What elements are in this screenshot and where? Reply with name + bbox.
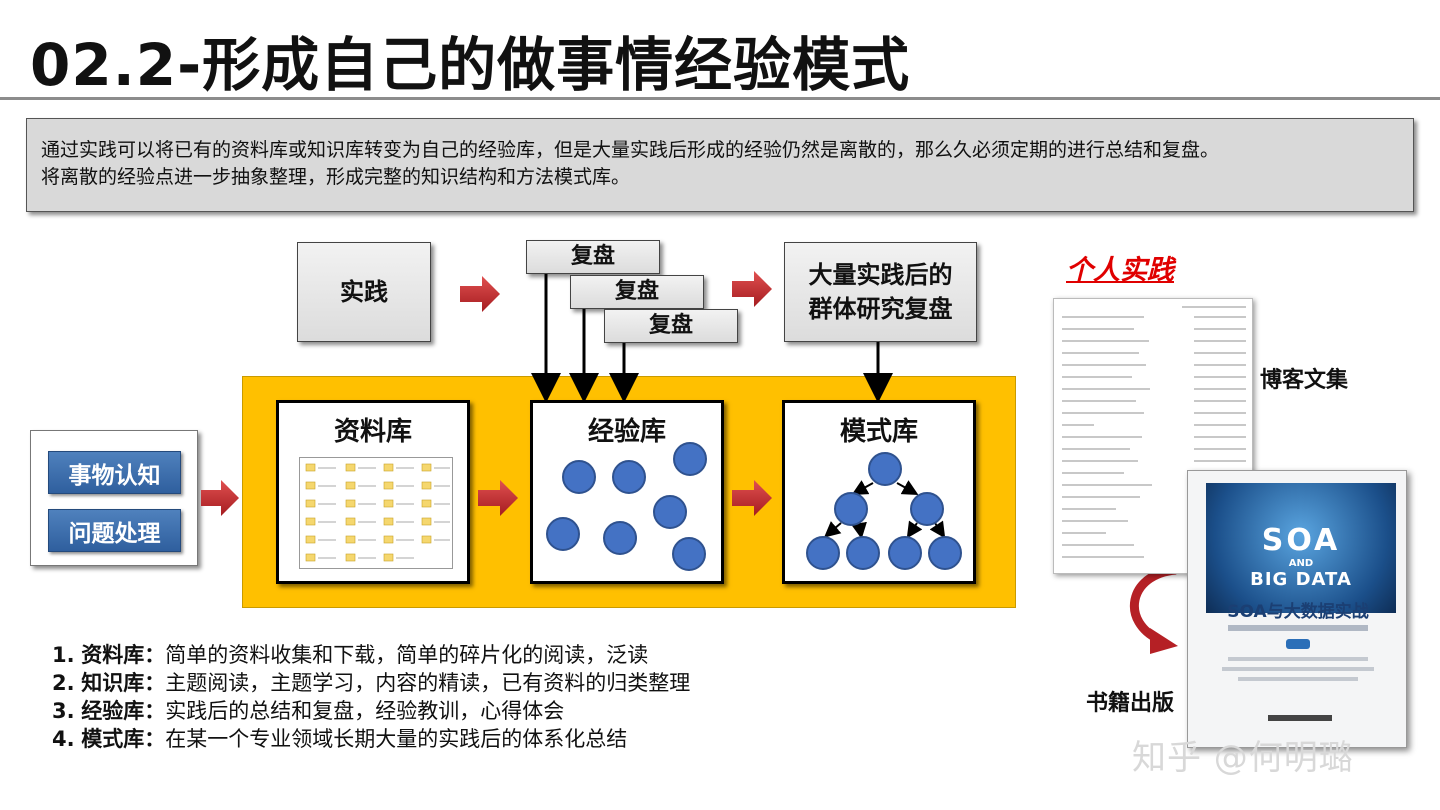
footnote-2-num: 2. [52,671,75,695]
footnote-3: 3. 经验库：实践后的总结和复盘，经验教训，心得体会 [52,697,564,725]
book-subtitle-bar [1228,625,1368,631]
book-title: SOA与大数据实战 [1188,597,1407,622]
footnote-2: 2. 知识库：主题阅读，主题学习，内容的精读，已有资料的归类整理 [52,669,690,697]
book-cover-and: AND [1206,558,1396,569]
book-cover-soa: SOA [1206,523,1396,558]
footnote-4-desc: 在某一个专业领域长期大量的实践后的体系化总结 [165,727,627,751]
footnote-3-desc: 实践后的总结和复盘，经验教训，心得体会 [165,699,564,723]
book-badge [1286,639,1310,649]
footnote-1-term: 资料库： [81,643,165,667]
arrow-review-to-group [732,271,772,307]
footnote-4: 4. 模式库：在某一个专业领域长期大量的实践后的体系化总结 [52,725,627,753]
book-text-line [1222,667,1374,671]
footnote-1-desc: 简单的资料收集和下载，简单的碎片化的阅读，泛读 [165,643,648,667]
arrow-experience-to-pattern [732,480,772,516]
watermark: 知乎 @何明璐 [1132,730,1354,779]
arrow-material-to-experience [478,480,518,516]
book-cover-bigdata: BIG DATA [1206,569,1396,590]
book-text-line [1228,657,1368,661]
book-label: 书籍出版 [1086,685,1174,717]
book-text-line [1238,677,1358,681]
arrow-panel-to-material [201,480,239,516]
footnote-4-term: 模式库： [81,727,165,751]
footnote-4-num: 4. [52,727,75,751]
footnote-1-num: 1. [52,643,75,667]
arrow-practice-to-review [460,276,500,312]
footnote-3-term: 经验库： [81,699,165,723]
footnote-2-term: 知识库： [81,671,165,695]
book-image: SOA AND BIG DATA SOA与大数据实战 [1187,470,1407,748]
book-cover-art: SOA AND BIG DATA [1206,483,1396,613]
footnote-1: 1. 资料库：简单的资料收集和下载，简单的碎片化的阅读，泛读 [52,641,648,669]
publisher-logo [1268,715,1332,721]
personal-practice-heading: 个人实践 [1066,248,1174,287]
blog-label: 博客文集 [1260,362,1348,394]
footnote-2-desc: 主题阅读，主题学习，内容的精读，已有资料的归类整理 [165,671,690,695]
arrow-blog-to-book [1134,570,1176,640]
footnote-3-num: 3. [52,699,75,723]
